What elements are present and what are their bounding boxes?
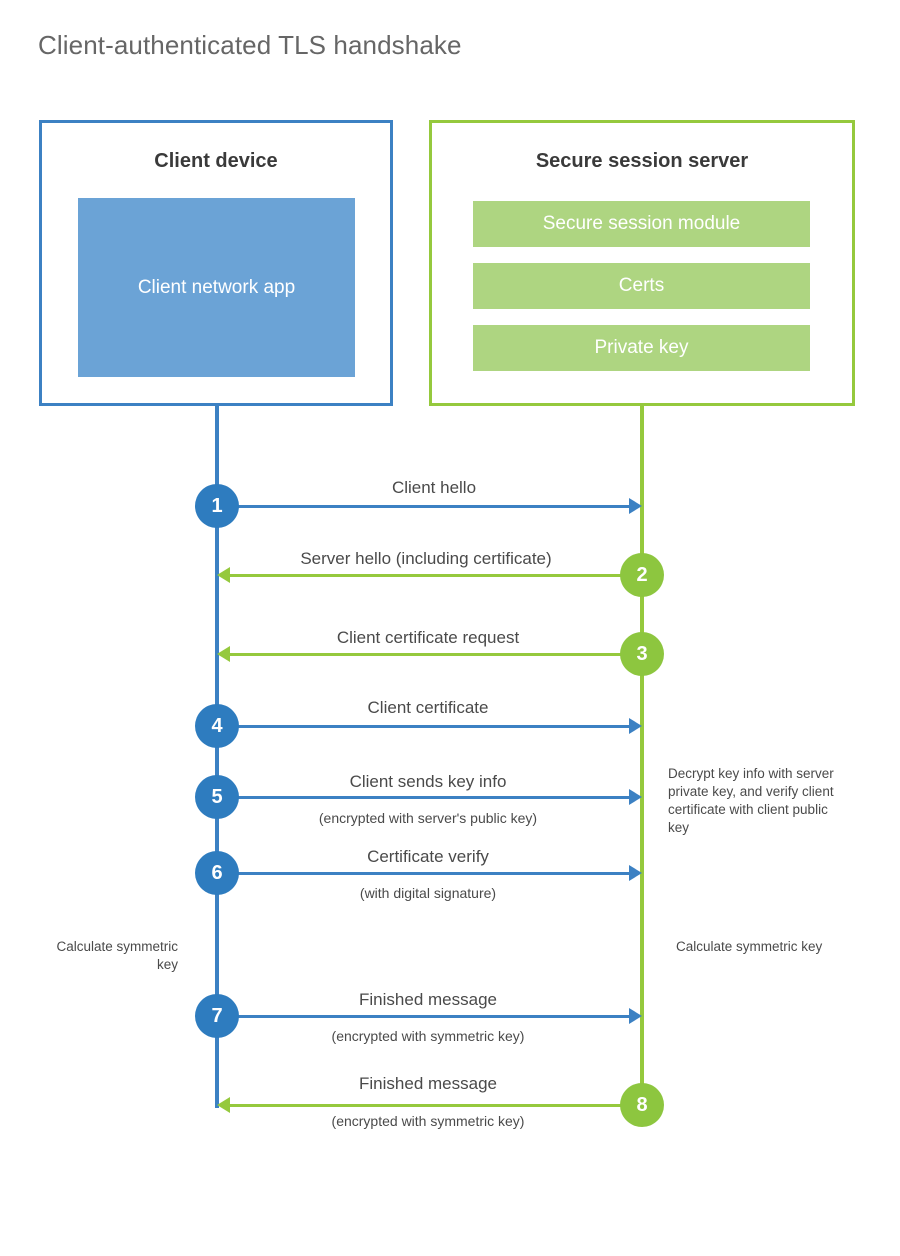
step-3-arrow-head-icon: [217, 646, 230, 662]
server-module-label: Secure session module: [542, 213, 741, 234]
page-title: Client-authenticated TLS handshake: [38, 30, 462, 60]
step-5-sublabel: (encrypted with server's public key): [318, 810, 538, 826]
server-lifeline: [640, 403, 644, 1108]
step-8-sublabel: (encrypted with symmetric key): [331, 1113, 525, 1129]
step-5-arrow-head-icon: [629, 789, 642, 805]
step-1-label: Client hello: [391, 478, 477, 497]
client-calculate-symmetric-key-note: Calculate symmetric key: [56, 939, 178, 972]
step-5-arrow-line: [228, 796, 632, 799]
step-4-arrow-head-icon: [629, 718, 642, 734]
step-7-sublabel: (encrypted with symmetric key): [331, 1028, 525, 1044]
client-network-app-label: Client network app: [137, 277, 296, 298]
server-decrypt-note: Decrypt key info with server private key…: [668, 766, 834, 835]
step-6-label: Certificate verify: [367, 847, 489, 866]
step-1-arrow-line: [228, 505, 632, 508]
step-5-label: Client sends key info: [349, 772, 507, 791]
step-3-label: Client certificate request: [336, 628, 520, 647]
client-lifeline: [215, 403, 219, 1108]
step-8-arrow-line: [230, 1104, 632, 1107]
server-calculate-symmetric-key-note: Calculate symmetric key: [676, 939, 823, 954]
step-1-arrow-head-icon: [629, 498, 642, 514]
client-network-app-block: Client network app: [78, 198, 355, 377]
step-8-number-badge: 8: [620, 1083, 664, 1127]
step-3-number-badge: 3: [620, 632, 664, 676]
step-5-number-badge: 5: [195, 775, 239, 819]
secure-session-server-title: Secure session server: [535, 150, 749, 172]
client-device-box: Client device Client network app: [39, 120, 393, 406]
step-6-sublabel: (with digital signature): [359, 885, 497, 901]
secure-session-server-box: Secure session server Secure session mod…: [429, 120, 855, 406]
step-8-label: Finished message: [359, 1074, 497, 1093]
server-module-label: Private key: [594, 337, 689, 358]
step-7-number-badge: 7: [195, 994, 239, 1038]
server-module-certs: Certs: [473, 263, 810, 309]
step-4-arrow-line: [228, 725, 632, 728]
step-4-label: Client certificate: [367, 698, 489, 717]
client-device-title: Client device: [154, 150, 278, 172]
step-2-arrow-line: [230, 574, 632, 577]
server-module-label: Certs: [618, 275, 665, 296]
step-2-number-badge: 2: [620, 553, 664, 597]
step-6-arrow-line: [228, 872, 632, 875]
step-7-label: Finished message: [359, 990, 497, 1009]
step-6-number-badge: 6: [195, 851, 239, 895]
server-module-secure-session-module: Secure session module: [473, 201, 810, 247]
step-1-number-badge: 1: [195, 484, 239, 528]
step-8-arrow-head-icon: [217, 1097, 230, 1113]
step-7-arrow-head-icon: [629, 1008, 642, 1024]
step-3-arrow-line: [230, 653, 632, 656]
step-7-arrow-line: [228, 1015, 632, 1018]
step-2-arrow-head-icon: [217, 567, 230, 583]
step-6-arrow-head-icon: [629, 865, 642, 881]
server-module-private-key: Private key: [473, 325, 810, 371]
step-2-label: Server hello (including certificate): [300, 549, 552, 568]
step-4-number-badge: 4: [195, 704, 239, 748]
